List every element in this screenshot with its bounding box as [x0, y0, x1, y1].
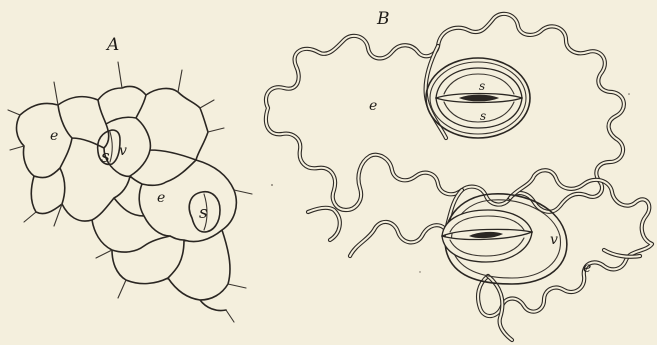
panel-a-label-e1: e — [50, 128, 58, 144]
panel-a-label-s2: s — [199, 203, 208, 223]
panel-a-label-s1: s — [101, 147, 110, 167]
panel-b-label-s-lower: s — [480, 109, 486, 123]
panel-b: B e s s v e — [266, 9, 652, 340]
panel-a: A e s v e s — [8, 35, 252, 322]
panel-a-letter: A — [105, 35, 119, 55]
panel-b-lower-stoma-pore — [470, 232, 502, 237]
panel-b-label-e2: e — [583, 260, 591, 276]
panel-a-label-e2: e — [157, 190, 165, 206]
panel-a-label-v: v — [119, 143, 127, 159]
panel-a-wall-stubs — [8, 62, 252, 322]
panel-b-label-s-upper: s — [479, 79, 485, 93]
panel-b-label-e1: e — [369, 98, 377, 114]
panel-b-upper-guard-cell-bottom — [436, 98, 522, 128]
panel-b-upper-stoma-pore — [460, 95, 498, 101]
panel-a-cell-walls — [17, 86, 237, 310]
panel-b-letter: B — [376, 9, 390, 29]
panel-a-stoma-1-slit — [110, 132, 112, 162]
panel-b-label-v: v — [550, 232, 558, 248]
